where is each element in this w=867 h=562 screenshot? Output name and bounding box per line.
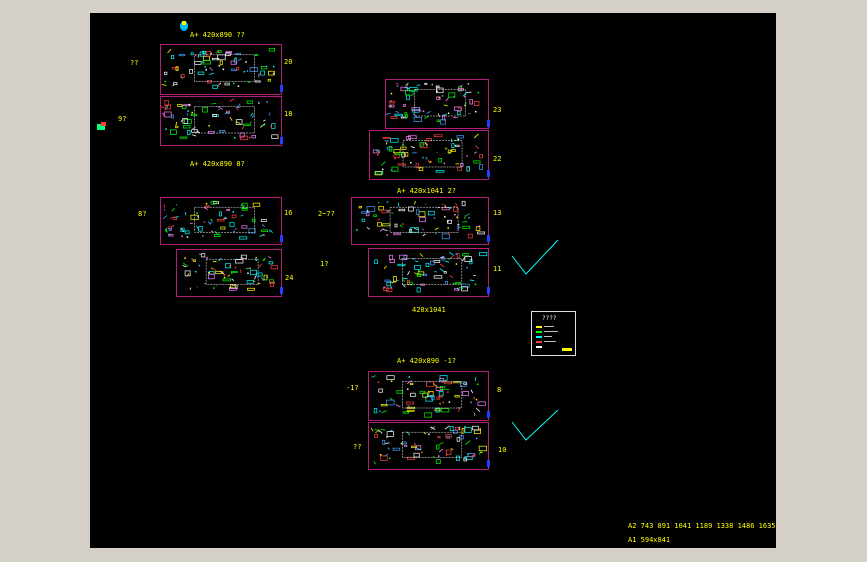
sheet-number: 10 xyxy=(498,446,507,454)
legend-box[interactable]: ???? xyxy=(531,311,576,356)
sheet-tab xyxy=(487,287,490,294)
sheet-20[interactable] xyxy=(160,44,282,95)
drawing-content xyxy=(374,251,488,293)
drawing-canvas[interactable]: A+ 420x890 ?? A+ 420x890 8? A+ 420x1041 … xyxy=(90,13,776,548)
sheet-tab xyxy=(280,85,283,92)
sheet-tab xyxy=(487,235,490,242)
sheet-13[interactable] xyxy=(351,197,489,245)
scale-label-bottom: A+ 420x890 -1? xyxy=(397,357,457,365)
drawing-content xyxy=(371,375,486,418)
sheet-tab xyxy=(487,170,490,177)
cad-block-icon xyxy=(96,117,108,130)
sheet-24[interactable] xyxy=(176,249,282,297)
sheet-number: 16 xyxy=(284,209,293,217)
sheet-tab xyxy=(487,120,490,127)
side-note: 1? xyxy=(320,260,329,268)
sheet-tab xyxy=(487,460,490,467)
side-note: 8? xyxy=(138,210,147,218)
sheet-8[interactable] xyxy=(368,371,489,421)
side-note: ?? xyxy=(353,443,362,451)
check-mark-icon xyxy=(511,409,559,441)
size-label-420x1041: 420x1041 xyxy=(412,306,446,314)
sheet-16[interactable] xyxy=(160,197,282,245)
sheet-tab xyxy=(280,235,283,242)
sheet-tab xyxy=(280,137,283,144)
drawing-content xyxy=(182,253,278,291)
sheet-11[interactable] xyxy=(368,248,489,297)
drawing-content xyxy=(161,47,276,89)
drawing-content xyxy=(163,200,274,240)
sheet-number: 11 xyxy=(493,265,502,273)
legend-title: ???? xyxy=(542,315,557,322)
sheet-10[interactable] xyxy=(368,422,489,470)
drawing-content xyxy=(386,82,480,125)
sheet-22[interactable] xyxy=(369,130,489,180)
scale-label-right: A+ 420x1041 2? xyxy=(397,187,457,195)
sheet-number: 22 xyxy=(493,155,502,163)
side-note: 2~7? xyxy=(318,210,335,218)
side-note: -1? xyxy=(346,384,359,392)
sheet-number: 8 xyxy=(497,386,502,394)
scale-label-mid: A+ 420x890 8? xyxy=(190,160,245,168)
drawing-content xyxy=(161,98,279,141)
side-note: 9? xyxy=(118,115,127,123)
check-mark-icon xyxy=(511,239,559,275)
sheet-number: 18 xyxy=(284,110,293,118)
sheet-number: 23 xyxy=(493,106,502,114)
sheet-number: 13 xyxy=(493,209,502,217)
side-note: ?? xyxy=(130,59,139,67)
sheet-number: 20 xyxy=(284,58,293,66)
paper-size-row-a1: A1 594x841 xyxy=(628,536,671,544)
sheet-number: 24 xyxy=(285,274,294,282)
sheet-18[interactable] xyxy=(160,96,282,146)
scale-label-top: A+ 420x890 ?? xyxy=(190,31,245,39)
sheet-tab xyxy=(280,287,283,294)
cad-block-icon xyxy=(179,17,189,31)
drawing-content xyxy=(356,200,485,240)
paper-size-row-a2: A2 743 891 1041 1189 1338 1486 1635 xyxy=(628,522,776,530)
drawing-content xyxy=(370,425,487,465)
sheet-tab xyxy=(487,411,490,418)
drawing-content xyxy=(372,133,483,176)
sheet-23[interactable] xyxy=(385,79,489,129)
